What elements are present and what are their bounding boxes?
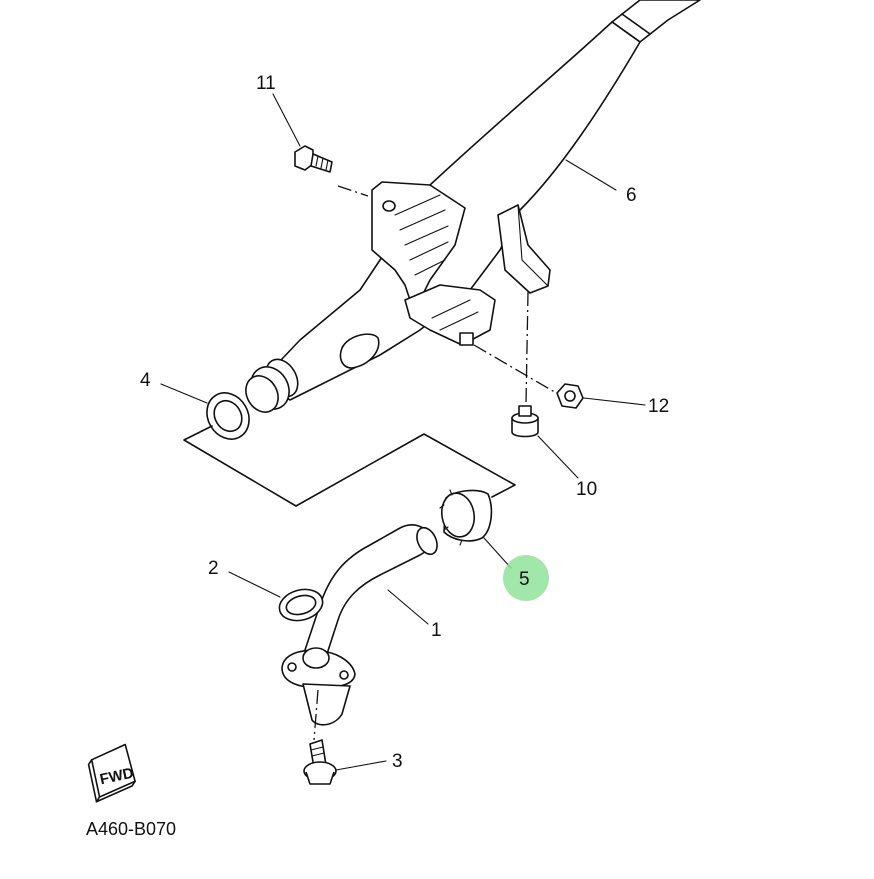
callout-5[interactable]: 5 [519,569,530,590]
clamp-part-5 [439,489,493,546]
leader-lines [160,93,646,771]
damper-part-10 [511,405,539,438]
fwd-badge: FWD [87,743,136,803]
diagram-code: A460-B070 [86,819,176,839]
assembly-lines [183,185,559,741]
bolt-part-3 [303,739,337,785]
callout-6[interactable]: 6 [626,185,637,206]
callout-10-label[interactable]: 10 [576,479,597,500]
callout-12[interactable]: 12 [648,396,669,417]
bolt-part-11 [294,145,333,173]
callout-1[interactable]: 1 [431,620,442,641]
callout-4[interactable]: 4 [140,370,151,391]
fwd-label: FWD [98,765,135,789]
gasket-part-2 [278,588,324,622]
gasket-part-4 [206,392,250,440]
callout-3[interactable]: 3 [392,751,403,772]
nut-part-12 [556,383,584,409]
callout-2[interactable]: 2 [208,558,219,579]
muffler-part-6 [245,0,701,413]
exhaust-pipe-part-1 [281,524,438,726]
callout-5-highlight [503,555,549,601]
callout-11[interactable]: 11 [256,73,276,94]
